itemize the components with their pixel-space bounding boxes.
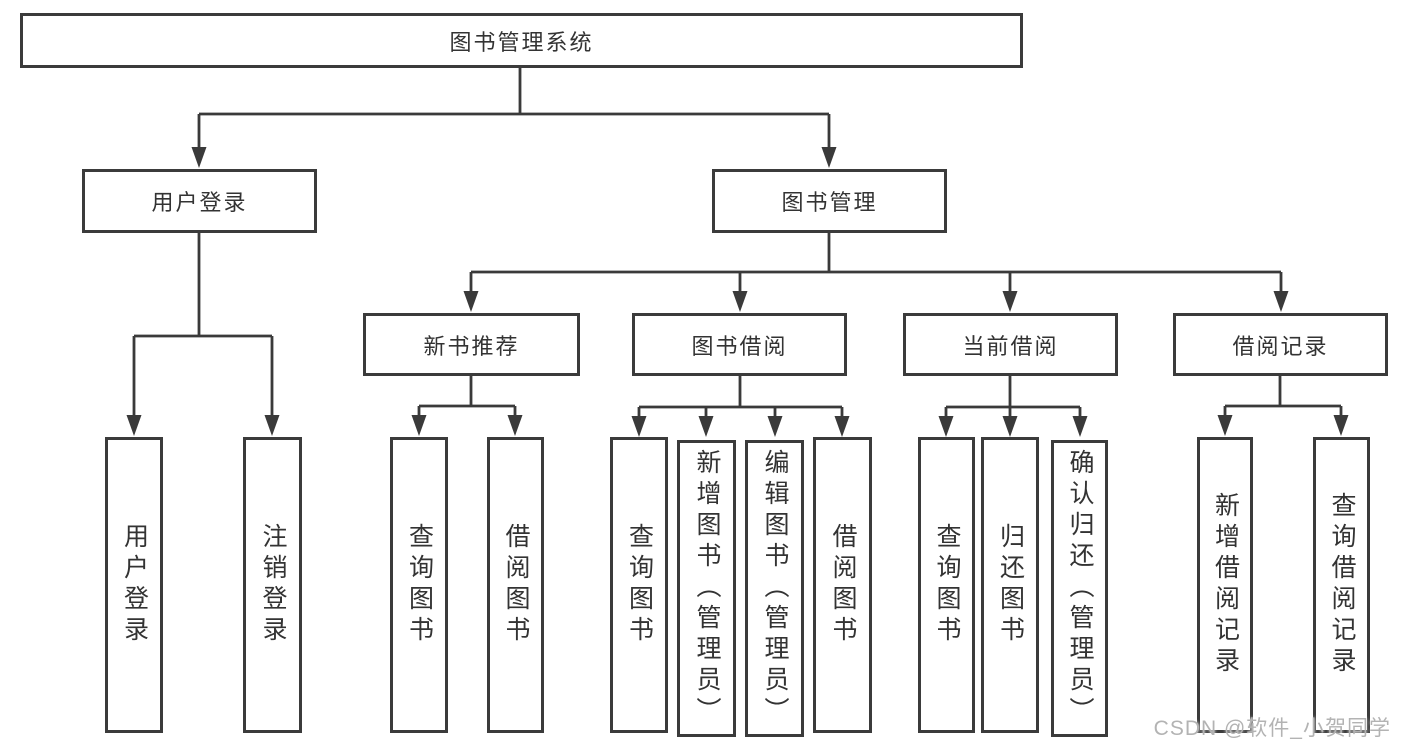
node-book-borrowing: 图书借阅 [632, 313, 847, 376]
node-logout-action-label: 注销登录 [259, 523, 287, 647]
node-query-books-borrowing-label: 查询图书 [625, 523, 654, 647]
node-borrow-books-borrowing-label: 借阅图书 [829, 523, 857, 647]
node-query-books-newbook: 查询图书 [390, 437, 448, 733]
node-borrow-books-newbook-label: 借阅图书 [502, 523, 530, 647]
node-new-book-recommendation: 新书推荐 [363, 313, 580, 376]
node-confirm-return-admin: 确认归还（管理员） [1051, 440, 1108, 737]
arrowheads [126, 147, 1349, 437]
node-user-login-action-label: 用户登录 [120, 523, 149, 647]
node-query-books-borrowing: 查询图书 [610, 437, 668, 733]
node-add-book-admin-label: 新增图书（管理员） [693, 449, 721, 728]
connector-stems [132, 68, 1343, 419]
node-edit-book-admin-label: 编辑图书（管理员） [761, 449, 789, 728]
node-query-books-newbook-label: 查询图书 [405, 523, 434, 647]
node-confirm-return-admin-label: 确认归还（管理员） [1066, 449, 1094, 728]
node-add-borrow-record: 新增借阅记录 [1197, 437, 1253, 733]
node-edit-book-admin: 编辑图书（管理员） [745, 440, 804, 737]
node-query-books-current-label: 查询图书 [933, 523, 961, 647]
node-book-borrowing-label: 图书借阅 [691, 333, 788, 359]
node-query-borrow-record: 查询借阅记录 [1313, 437, 1370, 733]
node-return-books-label: 归还图书 [996, 523, 1025, 647]
node-current-borrowing: 当前借阅 [903, 313, 1118, 376]
node-root-label: 图书管理系统 [449, 29, 594, 55]
node-add-borrow-record-label: 新增借阅记录 [1211, 492, 1240, 678]
node-query-borrow-record-label: 查询借阅记录 [1328, 492, 1356, 678]
node-logout-action: 注销登录 [243, 437, 302, 733]
csdn-watermark: CSDN @软件_小贺同学 [1153, 717, 1391, 740]
node-current-borrowing-label: 当前借阅 [962, 333, 1059, 359]
node-query-books-current: 查询图书 [918, 437, 975, 733]
node-book-management: 图书管理 [712, 169, 947, 233]
node-user-login: 用户登录 [82, 169, 317, 233]
node-add-book-admin: 新增图书（管理员） [677, 440, 736, 737]
node-user-login-label: 用户登录 [151, 190, 248, 215]
node-borrowing-records-label: 借阅记录 [1232, 333, 1329, 359]
node-borrow-books-borrowing: 借阅图书 [813, 437, 872, 733]
node-user-login-action: 用户登录 [105, 437, 163, 733]
node-borrow-books-newbook: 借阅图书 [487, 437, 544, 733]
node-book-management-label: 图书管理 [781, 190, 878, 215]
node-root: 图书管理系统 [20, 13, 1023, 68]
node-new-book-recommendation-label: 新书推荐 [423, 333, 520, 359]
node-return-books: 归还图书 [981, 437, 1039, 733]
node-borrowing-records: 借阅记录 [1173, 313, 1388, 376]
